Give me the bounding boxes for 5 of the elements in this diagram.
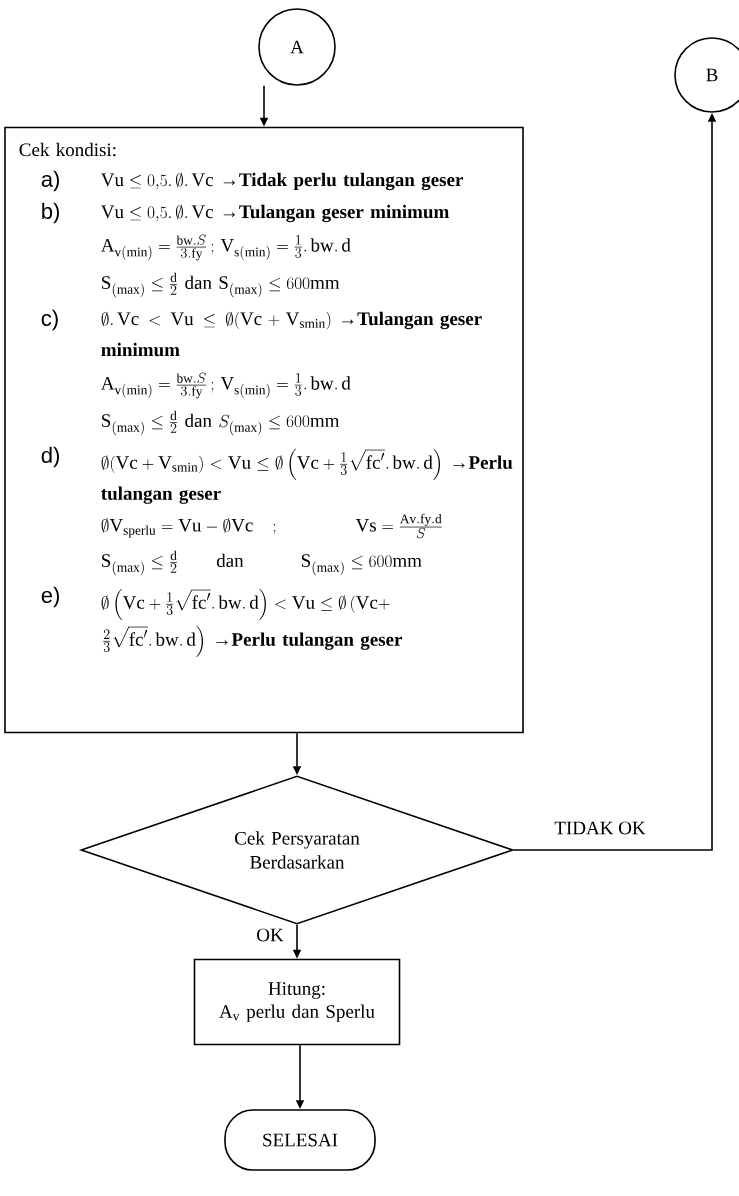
edge-label: OK	[255, 927, 285, 943]
process-box: Cek kondisi: a) $\mathrm{Vu} \leq 0{,}5.\,\emptyset.\,\mathrm{Vc}$ →Tidak perlu tulangan geser b) $\mathrm{Vu} \leq 0{,}5.\,\emptyset.\,\mathrm{Vc}$ →Tulangan geser minimum $\mathrm{A}_{\mathrm{v(min)}} = \frac{\mathrm{bw}.S}{3.\mathrm{fy}}\,;\,\mathrm{V}_{\mathrm{s(min)}} = \frac{1}{3}.\,\mathrm{bw}.\,\mathrm{d}$ $\mathrm{S}_{\mathrm{(max)}} \leq \frac{\mathrm{d}}{2}\ \mathrm{dan}\ \mathrm{S}_{\mathrm{(max)}} \leq 600\mathrm{mm}$ c) $\emptyset.\,\mathrm{Vc} < \mathrm{Vu} \leq \emptyset(\mathrm{Vc}+\mathrm{V}_{\mathrm{smin}})$ →Tulangan geser minimum $\mathrm{A}_{\mathrm{v(min)}} = \frac{\mathrm{bw}.S}{3.\mathrm{fy}}\,;\,\mathrm{V}_{\mathrm{s(min)}} = \frac{1}{3}.\,\mathrm{bw}.\,\mathrm{d}$ $\mathrm{S}_{\mathrm{(max)}} \leq \frac{\mathrm{d}}{2}\ \mathrm{dan}\ S_{\mathrm{(max)}} \leq 600\mathrm{mm}$ d) $\emptyset(\mathrm{Vc}+\mathrm{V}_{\mathrm{smin}}) < \mathrm{Vu} \leq \emptyset\left(\mathrm{Vc}+\frac{1}{3}\sqrt{\mathrm{fc}'}.\,\mathrm{bw}.\,\mathrm{d}\right)$ →Perlu tulangan geser $\emptyset\mathrm{V}_{\mathrm{sperlu}} = \mathrm{Vu} - \emptyset\mathrm{Vc}\quad;\qquad\qquad \mathrm{Vs} = \frac{\mathrm{Av}.\mathrm{fy}.\mathrm{d}}{S}$ $\mathrm{S}_{\mathrm{(max)}} \leq \frac{\mathrm{d}}{2}\qquad\mathrm{dan}\qquad\quad \mathrm{S}_{\mathrm{(max)}} \leq 600\mathrm{mm}$ e) $\emptyset\left(\mathrm{Vc}+\frac{1}{3}\sqrt{\mathrm{fc}'}.\,\mathrm{bw}.\,\mathrm{d}\right) < \mathrm{Vu} \leq \emptyset\left(\mathrm{Vc}+\right.$ $\left.\frac{2}{3}\sqrt{\mathrm{fc}'}.\,\mathrm{bw}.\,\mathrm{d}\right)$ →Perlu tulangan geser	[4, 126, 524, 734]
terminator: SELESAI	[224, 1109, 376, 1171]
edge-label: TIDAK OK	[553, 820, 647, 836]
process-box: Hitung: A$_{v}$ perlu dan Sperlu	[193, 958, 401, 1046]
